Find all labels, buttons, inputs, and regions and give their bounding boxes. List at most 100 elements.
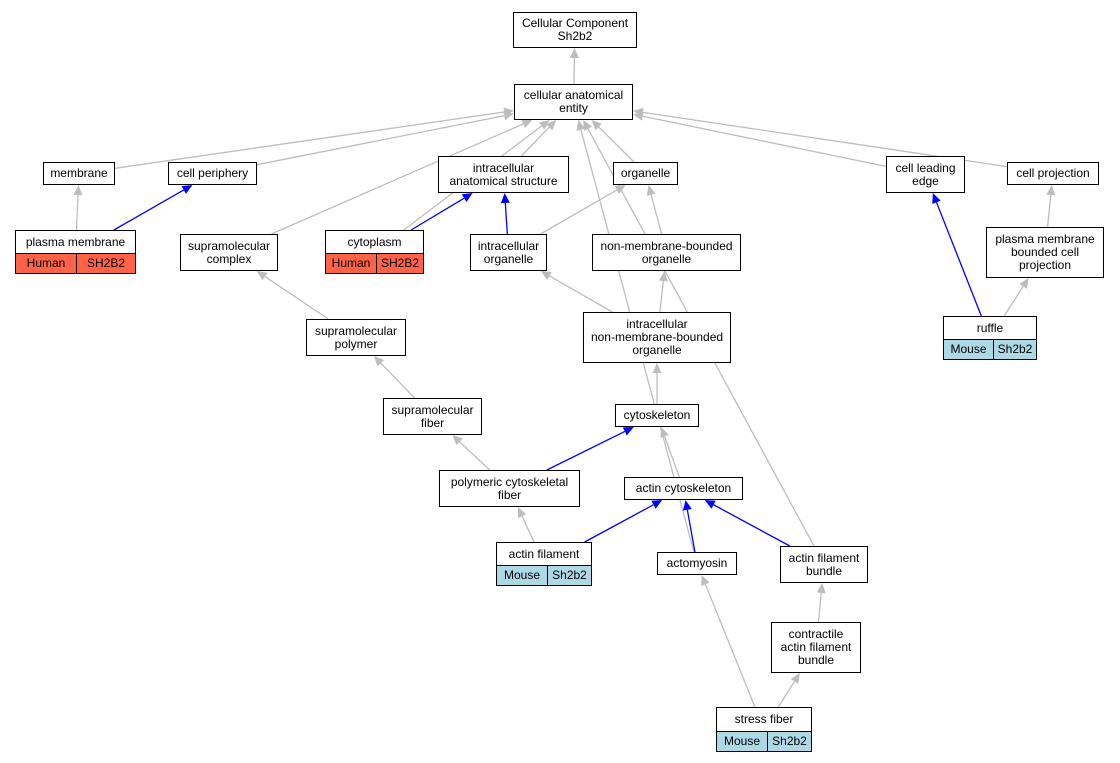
- node-ruffle[interactable]: ruffle Mouse Sh2b2: [943, 316, 1037, 360]
- arrowhead-actomyosin-to-cae: [576, 120, 586, 131]
- node-label: plasma membrane: [16, 231, 135, 254]
- edge-ruffle-to-pmbcp: [1003, 286, 1024, 317]
- node-label: stress fiber: [717, 708, 811, 732]
- edge-ias-to-cae: [520, 126, 550, 157]
- edge-icnmbo-to-nmbo: [659, 280, 664, 313]
- arrowhead-smpolymer-to-smcomplex: [256, 271, 268, 281]
- arrowhead-icorg-to-organelle: [614, 185, 626, 194]
- edge-pm-to-periphery: [113, 189, 185, 231]
- species-cell: Human: [16, 254, 77, 273]
- edge-pcf-to-cytoskeleton: [546, 430, 626, 471]
- arrowhead-ruffle-to-pmbcp: [1019, 278, 1029, 289]
- arrowhead-pm-to-periphery: [181, 185, 193, 194]
- edge-organelle-to-cae: [598, 126, 635, 163]
- arrowhead-smcomplex-to-cae: [521, 119, 533, 129]
- node-label: cytoplasm: [326, 231, 423, 254]
- edge-actincs-to-cytoskeleton: [663, 436, 680, 478]
- annotation-row: Mouse Sh2b2: [497, 566, 591, 585]
- node-plasma-membrane-bounded-cell-projection[interactable]: plasma membrane bounded cell projection: [986, 227, 1104, 278]
- node-label: ruffle: [944, 317, 1036, 340]
- arrowhead-actinfil-to-actincs: [651, 500, 663, 509]
- node-cell-periphery[interactable]: cell periphery: [168, 162, 257, 185]
- node-intracellular-anatomical-structure[interactable]: intracellular anatomical structure: [438, 156, 569, 193]
- gene-cell: Sh2b2: [552, 568, 587, 582]
- node-cellular-component-sh2b2[interactable]: Cellular Component Sh2b2: [513, 12, 637, 48]
- node-polymeric-cytoskeletal-fiber[interactable]: polymeric cytoskeletal fiber: [439, 470, 580, 507]
- arrowhead-actomyosin-to-actincs: [682, 500, 692, 511]
- node-non-membrane-bounded-organelle[interactable]: non-membrane-bounded organelle: [592, 234, 741, 271]
- node-intracellular-organelle[interactable]: intracellular organelle: [470, 234, 547, 271]
- edge-pmbcp-to-projection: [1046, 194, 1052, 228]
- node-contractile-actin-filament-bundle[interactable]: contractile actin filament bundle: [771, 622, 861, 673]
- edge-pm-to-membrane: [75, 194, 79, 231]
- arrowhead-organelle-to-cae: [591, 120, 602, 131]
- arrowhead-cytoplasm-to-ias: [461, 193, 473, 203]
- edge-membrane-to-cae: [114, 111, 505, 169]
- arrowhead-actinfil-to-pcf: [517, 507, 527, 518]
- node-cell-leading-edge[interactable]: cell leading edge: [886, 156, 965, 193]
- gene-cell: SH2B2: [380, 256, 420, 270]
- edge-actomyosin-to-actincs: [686, 509, 696, 553]
- edge-stressfiber-to-cafb: [777, 681, 796, 708]
- node-cell-projection[interactable]: cell projection: [1007, 162, 1099, 185]
- edge-cytoplasm-to-ias: [410, 197, 465, 231]
- arrowhead-pcf-to-smfiber: [452, 435, 463, 446]
- arrowhead-cytoplasm-to-cae: [538, 120, 550, 130]
- arrowhead-projection-to-cae: [633, 107, 644, 117]
- species-cell: Mouse: [944, 340, 994, 359]
- edge-stressfiber-to-actomyosin: [704, 584, 756, 708]
- node-organelle[interactable]: organelle: [613, 162, 678, 185]
- gene-cell: Sh2b2: [997, 342, 1033, 356]
- arrowhead-stressfiber-to-cafb: [790, 673, 800, 684]
- arrowhead-icorg-to-ias: [500, 193, 510, 204]
- edge-cafb-to-afb: [817, 592, 822, 623]
- node-plasma-membrane[interactable]: plasma membrane Human SH2B2: [15, 230, 136, 274]
- edge-smcomplex-to-cae: [271, 123, 524, 235]
- node-label: actin filament: [497, 543, 591, 566]
- arrowhead-actincs-to-cytoskeleton: [660, 427, 669, 438]
- edge-afb-to-actincs: [713, 504, 791, 547]
- node-actin-filament[interactable]: actin filament Mouse Sh2b2: [496, 542, 592, 586]
- node-cellular-anatomical-entity[interactable]: cellular anatomical entity: [514, 84, 633, 120]
- node-actin-filament-bundle[interactable]: actin filament bundle: [780, 546, 868, 583]
- node-supramolecular-fiber[interactable]: supramolecular fiber: [383, 398, 482, 435]
- annotation-row: Human SH2B2: [16, 254, 135, 273]
- edge-smfiber-to-smpolymer: [380, 362, 416, 399]
- arrowhead-ruffle-to-leading: [932, 193, 941, 204]
- edge-actinfil-to-actincs: [584, 504, 654, 543]
- edge-actinfil-to-pcf: [521, 515, 535, 543]
- gene-cell: Sh2b2: [772, 734, 807, 748]
- node-cytoplasm[interactable]: cytoplasm Human SH2B2: [325, 230, 424, 274]
- node-stress-fiber[interactable]: stress fiber Mouse Sh2b2: [716, 707, 812, 752]
- edge-nmbo-to-organelle: [650, 194, 663, 235]
- arrowhead-afb-to-actincs: [704, 500, 716, 509]
- species-cell: Mouse: [717, 732, 768, 751]
- node-supramolecular-complex[interactable]: supramolecular complex: [180, 234, 278, 271]
- arrowhead-afb-to-cae: [583, 120, 592, 131]
- arrowhead-icnmbo-to-icorg: [540, 271, 552, 280]
- arrowhead-cafb-to-afb: [816, 583, 826, 594]
- annotation-row: Human SH2B2: [326, 254, 423, 273]
- arrowhead-ias-to-cae: [545, 120, 557, 131]
- species-cell: Human: [326, 254, 377, 273]
- node-membrane[interactable]: membrane: [43, 162, 115, 185]
- arrowhead-cytoskeleton-to-icnmbo: [652, 363, 662, 373]
- node-actin-cytoskeleton[interactable]: actin cytoskeleton: [624, 477, 743, 500]
- node-supramolecular-polymer[interactable]: supramolecular polymer: [306, 319, 406, 356]
- edge-icorg-to-organelle: [540, 189, 618, 235]
- arrowhead-cae-to-root: [569, 48, 579, 59]
- node-actomyosin[interactable]: actomyosin: [657, 552, 737, 575]
- arrowhead-smfiber-to-smpolymer: [373, 356, 385, 367]
- edge-icnmbo-to-icorg: [549, 275, 613, 313]
- edge-cae-to-root: [573, 57, 576, 85]
- edge-icorg-to-ias: [504, 202, 508, 235]
- edge-leading-to-cae: [642, 115, 887, 168]
- arrowhead-pmbcp-to-projection: [1046, 185, 1056, 196]
- edge-smpolymer-to-smcomplex: [264, 276, 329, 320]
- edge-pcf-to-smfiber: [459, 441, 491, 471]
- node-cytoskeleton[interactable]: cytoskeleton: [615, 404, 699, 427]
- arrowhead-periphery-to-cae: [503, 111, 514, 121]
- node-intracellular-non-membrane-bounded-organelle[interactable]: intracellular non-membrane-bounded organ…: [583, 312, 731, 363]
- arrowhead-icnmbo-to-nmbo: [658, 271, 668, 282]
